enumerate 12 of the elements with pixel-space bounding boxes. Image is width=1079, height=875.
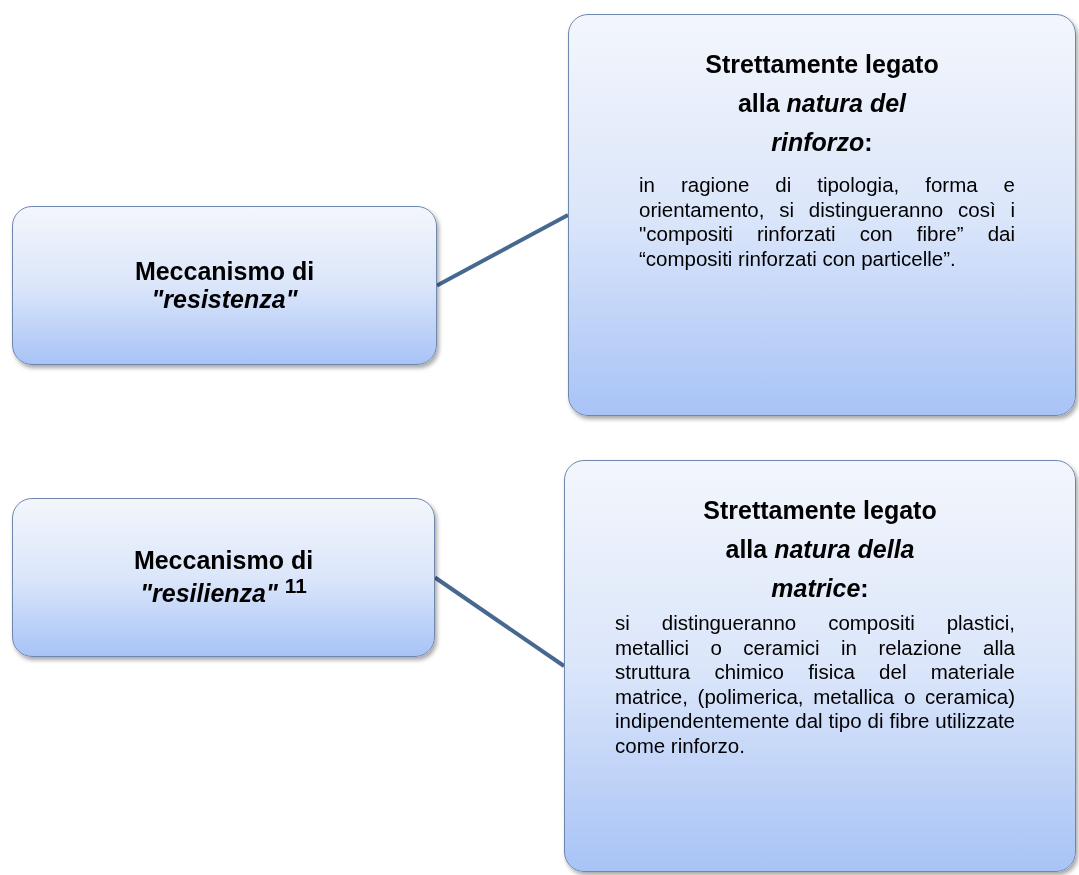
rounded-box	[12, 206, 437, 365]
connector-line	[433, 575, 566, 668]
box-text: si distingueranno compositi plastici, metallici o ceramici in relazione alla struttura chimico fisica del materiale matrice, (polimerica, metallica o ceramica) indipendentemente dal tipo di fibre utilizzate come rinforzo.	[615, 611, 1015, 759]
box-heading: Strettamente legato alla natura della matrice:	[702, 495, 938, 604]
rounded-box	[12, 498, 435, 657]
rounded-box	[568, 14, 1076, 416]
box-title: Meccanismo di "resistenza"	[133, 258, 316, 313]
box-text: in ragione di tipologia, forma e orientamento, si distingueranno così i "compositi rinforzati con fibre” dai “compositi rinforzati con particelle”.	[639, 173, 1015, 272]
connector-line	[436, 213, 569, 288]
box-title: Meccanismo di "resilienza" $^{11}$	[132, 547, 315, 608]
box-heading: Strettamente legato alla natura del rinforzo:	[704, 49, 940, 158]
rounded-box	[564, 460, 1076, 872]
